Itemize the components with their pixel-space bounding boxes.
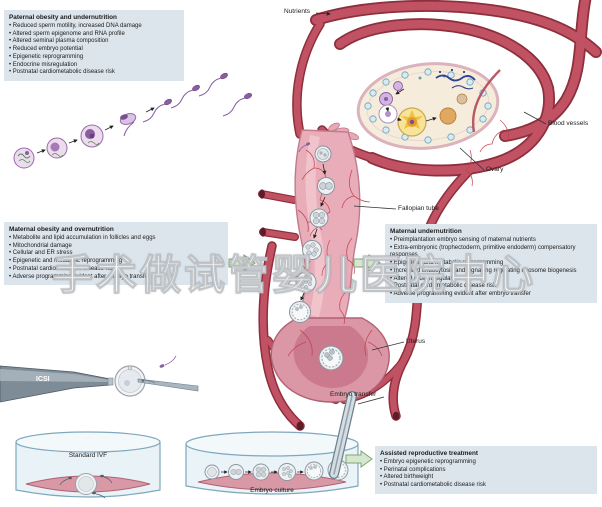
- maternal-obesity-bullet: Postnatal cardiometabolic disease risk: [9, 266, 223, 274]
- mature-sperm: [142, 72, 253, 123]
- paternal-bullet: Postnatal cardiometabolic disease risk: [9, 69, 179, 77]
- maternal-undernutrition-bullet: Extra-embryonic (trophectoderm, primitiv…: [390, 245, 592, 260]
- paternal-bullet: Altered seminal plasma composition: [9, 38, 179, 46]
- sperm-development-sequence: [13, 72, 253, 169]
- nutrients-label: Nutrients: [284, 8, 311, 15]
- maternal-obesity-bullet: Adverse programming evident after embryo…: [9, 274, 223, 282]
- embryo-transfer-catheter: [329, 391, 357, 479]
- maternal-undernutrition-bullet: Altered growth regulation: [390, 276, 592, 284]
- maternal-undernutrition-bullet: Adverse programming evident after embryo…: [390, 291, 592, 299]
- uterus-label: Uterus: [406, 338, 426, 345]
- art-box-title: Assisted reproductive treatment: [380, 450, 479, 457]
- fallopian-tube-label: Fallopian tube: [398, 205, 439, 212]
- art-bullet: Postnatal cardiometabolic disease risk: [380, 482, 592, 490]
- paternal-bullet: Reduced sperm motility, increased DNA da…: [9, 23, 179, 31]
- paternal-bullet: Reduced embryo potential: [9, 46, 179, 54]
- fallopian-tube-graphic: [294, 122, 361, 321]
- flow-arrows: [228, 254, 381, 468]
- ovary-label: Ovary: [486, 166, 504, 173]
- developing-follicles: [378, 81, 468, 137]
- maternal-undernutrition-bullet: Increased endocytosis and signalling reg…: [390, 268, 592, 276]
- maternal-obesity-bullet: Metabolite and lipid accumulation in fol…: [9, 235, 223, 243]
- paternal-bullet: Altered sperm epigenome and RNA profile: [9, 31, 179, 39]
- implanting-blastocyst: [318, 345, 344, 371]
- art-bullet: Embryo epigenetic reprogramming: [380, 459, 592, 467]
- ovarian-vein-squiggle: [435, 68, 476, 90]
- maternal-obesity-box-title: Maternal obesity and overnutrition: [9, 226, 114, 233]
- maternal-obesity-bullet: Mitochondrial damage: [9, 243, 223, 251]
- label-leader-lines: [315, 11, 547, 405]
- watermark-text: 手术做试管婴儿医院中心: [52, 252, 536, 299]
- paternal-bullet: Endocrine misregulation: [9, 62, 179, 70]
- maternal-undernutrition-box-title: Maternal undernutrition: [390, 228, 462, 235]
- embryo-transfer-label: Embryo transfer: [330, 391, 377, 398]
- capillaries: [287, 119, 509, 357]
- maternal-undernutrition-bullet: Epigenetic and metabolic reprogramming: [390, 260, 592, 268]
- primordial-follicles: [364, 68, 492, 144]
- ivf-sperm: [59, 474, 113, 499]
- maternal-undernutrition-bullet: Postnatal cardiometabolic disease risk: [390, 283, 592, 291]
- maternal-obesity-box: Maternal obesity and overnutrition Metab…: [4, 222, 228, 286]
- follicle-progression-arrows: [385, 88, 437, 122]
- paternal-box: Paternal obesity and undernutrition Redu…: [4, 10, 184, 81]
- embryo-progression: [289, 142, 335, 323]
- maternal-undernutrition-box: Maternal undernutrition Preimplantation …: [385, 224, 597, 303]
- blood-vessels-label: Blood vessels: [548, 120, 589, 127]
- art-bullet: Perinatal complications: [380, 467, 592, 475]
- ovary-graphic: [356, 62, 501, 150]
- icsi-graphic: [0, 355, 199, 403]
- embryo-culture-label: Embryo culture: [250, 487, 294, 494]
- art-bullet: Altered birthweight: [380, 474, 592, 482]
- uterus-graphic: [270, 317, 390, 403]
- maternal-obesity-bullet: Epigenetic and metabolic reprogramming: [9, 258, 223, 266]
- standard-ivf-label: Standard IVF: [68, 452, 108, 459]
- maternal-obesity-bullet: Cellular and ER stress: [9, 250, 223, 258]
- icsi-label: ICSI: [36, 376, 50, 383]
- paternal-bullet: Epigenetic reprogramming: [9, 54, 179, 62]
- maternal-undernutrition-bullet: Preimplantation embryo sensing of matern…: [390, 237, 592, 245]
- art-box: Assisted reproductive treatment Embryo e…: [375, 446, 597, 494]
- standard-ivf-dish: [15, 431, 161, 499]
- paternal-box-title: Paternal obesity and undernutrition: [9, 14, 117, 21]
